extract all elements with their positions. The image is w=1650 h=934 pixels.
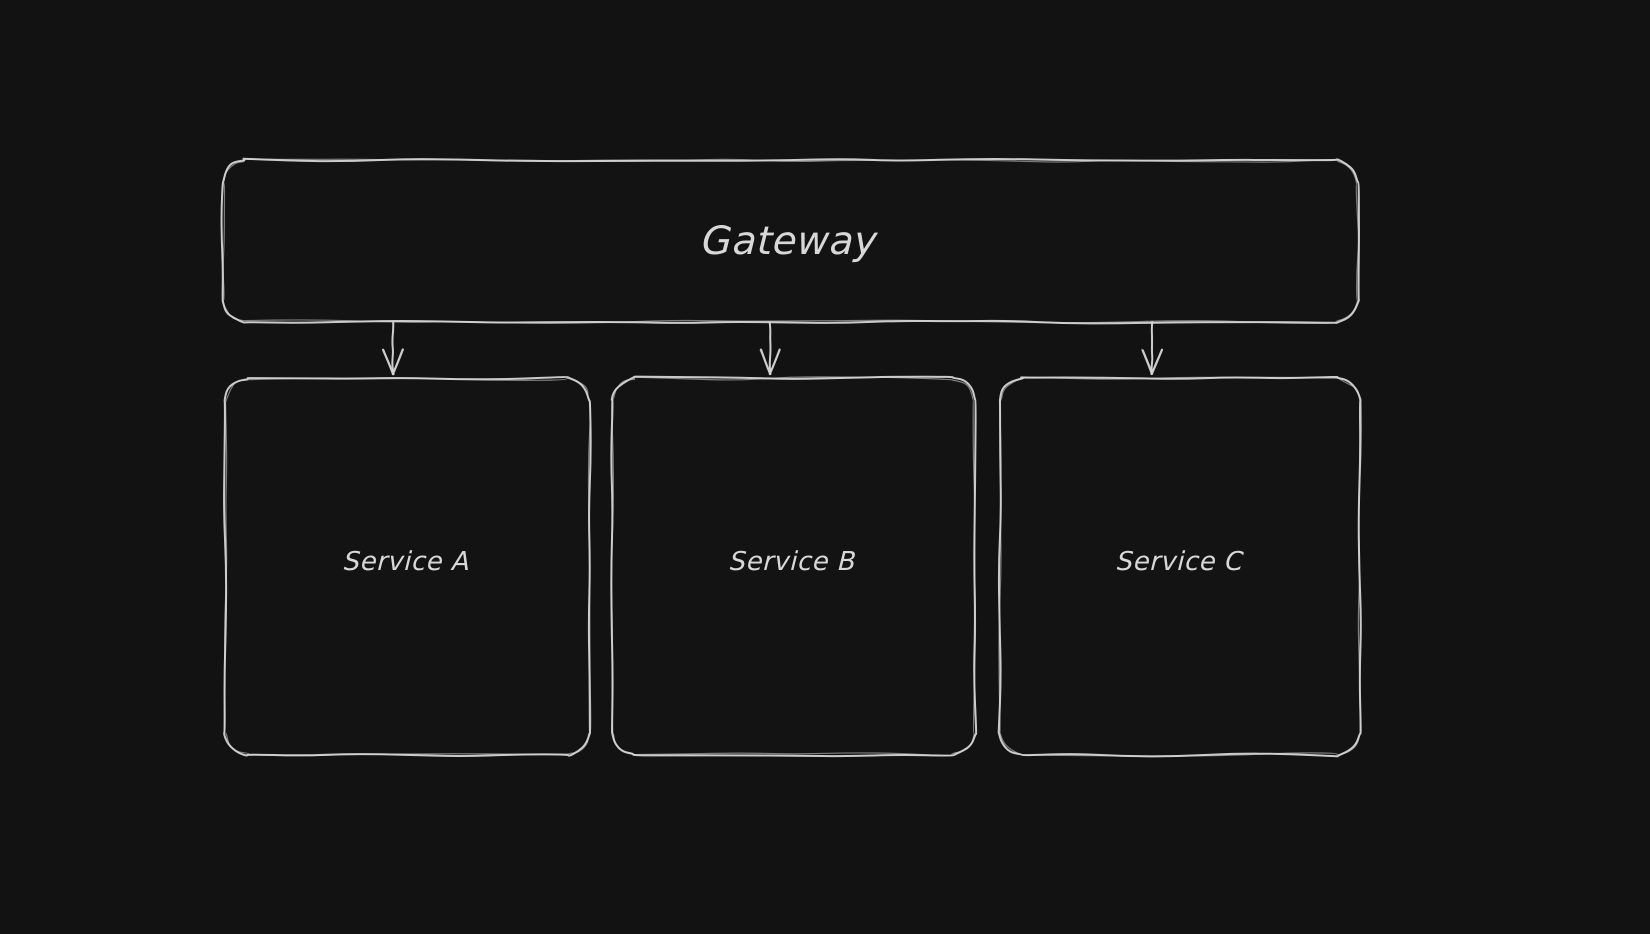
- node-service-b[interactable]: [610, 375, 978, 758]
- node-label-service-c: Service C: [1115, 547, 1245, 577]
- node-outline-secondary-service-c: [998, 376, 1363, 757]
- node-service-a[interactable]: [223, 375, 592, 757]
- edge-line: [391, 321, 395, 375]
- edge-arrowhead: [759, 349, 771, 375]
- edge-arrowhead: [391, 348, 404, 376]
- edge-arrowhead: [383, 349, 394, 375]
- edge-gateway-service-c[interactable]: [1141, 321, 1164, 376]
- edge-arrowhead: [1141, 348, 1153, 375]
- node-fill-service-b: [612, 378, 975, 755]
- node-outline-secondary-service-a: [223, 377, 592, 757]
- edge-arrowhead: [1151, 349, 1163, 375]
- node-fill-service-a: [225, 378, 590, 755]
- edge-gateway-service-b[interactable]: [759, 321, 781, 376]
- edge-line: [392, 321, 394, 375]
- node-gateway[interactable]: [220, 157, 1360, 325]
- node-fill-gateway: [222, 160, 1358, 322]
- edge-arrowhead: [769, 349, 781, 375]
- edge-arrowhead: [768, 348, 781, 376]
- node-label-service-b: Service B: [728, 547, 857, 577]
- node-outline-secondary-service-b: [610, 376, 977, 757]
- edge-line: [1150, 321, 1154, 375]
- node-label-service-a: Service A: [342, 547, 471, 577]
- edge-arrowhead: [392, 348, 403, 375]
- edge-line: [769, 321, 772, 375]
- edge-arrowhead: [1141, 349, 1153, 375]
- edge-line: [768, 321, 772, 375]
- node-outline-secondary-gateway: [222, 158, 1360, 325]
- edge-arrowhead: [759, 348, 772, 376]
- node-fill-service-c: [1000, 378, 1360, 755]
- node-label-gateway: Gateway: [700, 218, 879, 264]
- edge-arrowhead: [381, 348, 395, 376]
- edge-gateway-service-a[interactable]: [381, 321, 404, 376]
- edge-line: [1150, 321, 1154, 375]
- node-service-c[interactable]: [997, 375, 1363, 758]
- edge-arrowhead: [1150, 348, 1164, 376]
- node-outline-service-c: [997, 375, 1362, 758]
